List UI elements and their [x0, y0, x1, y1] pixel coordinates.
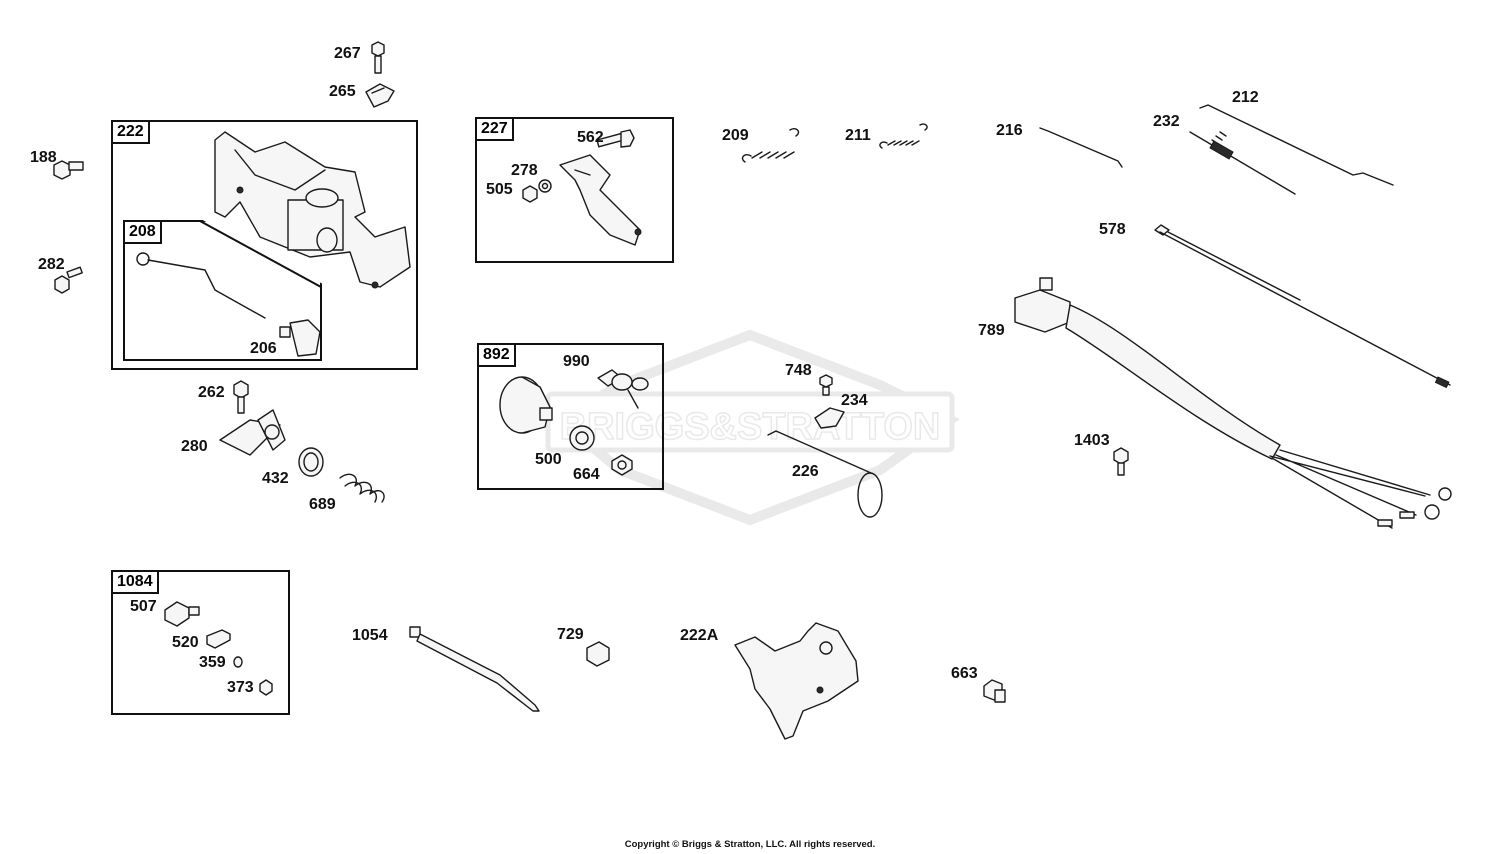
part-267-bolt [371, 41, 385, 74]
callout-689: 689 [309, 496, 336, 513]
callout-1054: 1054 [352, 627, 388, 644]
part-208-rod [136, 252, 266, 319]
part-562-bolt [596, 129, 635, 148]
part-359-washer [233, 656, 243, 668]
callout-359: 359 [199, 654, 226, 671]
part-578-cable [1154, 224, 1451, 389]
callout-209: 209 [722, 127, 749, 144]
part-990-key [597, 369, 649, 409]
callout-663: 663 [951, 665, 978, 682]
callout-278: 278 [511, 162, 538, 179]
part-748-screw [819, 374, 833, 396]
callout-234: 234 [841, 392, 868, 409]
part-892-switch [499, 376, 553, 434]
callout-562: 562 [577, 129, 604, 146]
callout-500: 500 [535, 451, 562, 468]
watermark-logo: BRIGGS&STRATTON [545, 329, 960, 526]
part-729-connector [586, 641, 610, 667]
group-892-box: 892 [477, 343, 664, 490]
callout-373: 373 [227, 679, 254, 696]
callout-664: 664 [573, 466, 600, 483]
group-208-tag: 208 [123, 220, 162, 244]
callout-520: 520 [172, 634, 199, 651]
callout-265: 265 [329, 83, 356, 100]
part-505-nut [522, 185, 538, 203]
callout-505: 505 [486, 181, 513, 198]
callout-216: 216 [996, 122, 1023, 139]
part-789-harness [1014, 277, 1452, 529]
part-227-bracket [559, 154, 642, 246]
callout-211: 211 [845, 127, 871, 144]
part-432-ring [298, 447, 324, 477]
part-507-connector [164, 601, 200, 627]
group-227-box: 227 [475, 117, 674, 263]
part-373-nut [259, 679, 273, 696]
callout-232: 232 [1153, 113, 1180, 130]
part-222-bracket-assembly [214, 131, 411, 289]
part-500-washer [569, 425, 595, 451]
part-282-bolt [54, 266, 83, 294]
part-663-bolt [983, 679, 1006, 703]
callout-188: 188 [30, 149, 57, 166]
callout-212: 212 [1232, 89, 1259, 106]
callout-1403: 1403 [1074, 432, 1110, 449]
callout-990: 990 [563, 353, 590, 370]
part-664-nut [611, 454, 633, 476]
part-222A-bracket [734, 622, 859, 740]
callout-789: 789 [978, 322, 1005, 339]
part-226-rod [767, 430, 883, 518]
callout-578: 578 [1099, 221, 1126, 238]
group-222-tag: 222 [111, 120, 150, 144]
callout-280: 280 [181, 438, 208, 455]
copyright-notice: Copyright © Briggs & Stratton, LLC. All … [624, 839, 876, 850]
callout-729: 729 [557, 626, 584, 643]
callout-226: 226 [792, 463, 819, 480]
part-216-rod [1039, 127, 1123, 168]
part-211-spring [879, 123, 928, 149]
callout-507: 507 [130, 598, 157, 615]
part-234-clip [814, 407, 845, 429]
group-227-tag: 227 [475, 117, 514, 141]
callout-262: 262 [198, 384, 225, 401]
callout-206: 206 [250, 340, 277, 357]
part-232-cable [1189, 131, 1296, 195]
group-1084-tag: 1084 [111, 570, 159, 594]
part-265-clip [365, 83, 395, 108]
callout-282: 282 [38, 256, 65, 273]
group-892-tag: 892 [477, 343, 516, 367]
part-1403-bolt [1113, 447, 1129, 476]
part-278-washer [538, 179, 552, 193]
part-520-terminal [206, 629, 231, 649]
callout-432: 432 [262, 470, 289, 487]
watermark-text: BRIGGS&STRATTON [560, 406, 941, 448]
part-280-bracket [219, 409, 286, 456]
group-222-box: 222 [111, 120, 418, 370]
callout-267: 267 [334, 45, 361, 62]
part-262-bolt [233, 380, 249, 414]
part-206-knob [279, 319, 321, 357]
callout-748: 748 [785, 362, 812, 379]
part-1054-tie [409, 626, 540, 712]
part-212-rod [1199, 104, 1394, 186]
part-689-spring [339, 473, 385, 503]
part-188-bolt [53, 160, 84, 180]
part-209-spring [741, 127, 800, 163]
group-1084-box: 1084 [111, 570, 290, 715]
callout-222A: 222A [680, 627, 719, 644]
